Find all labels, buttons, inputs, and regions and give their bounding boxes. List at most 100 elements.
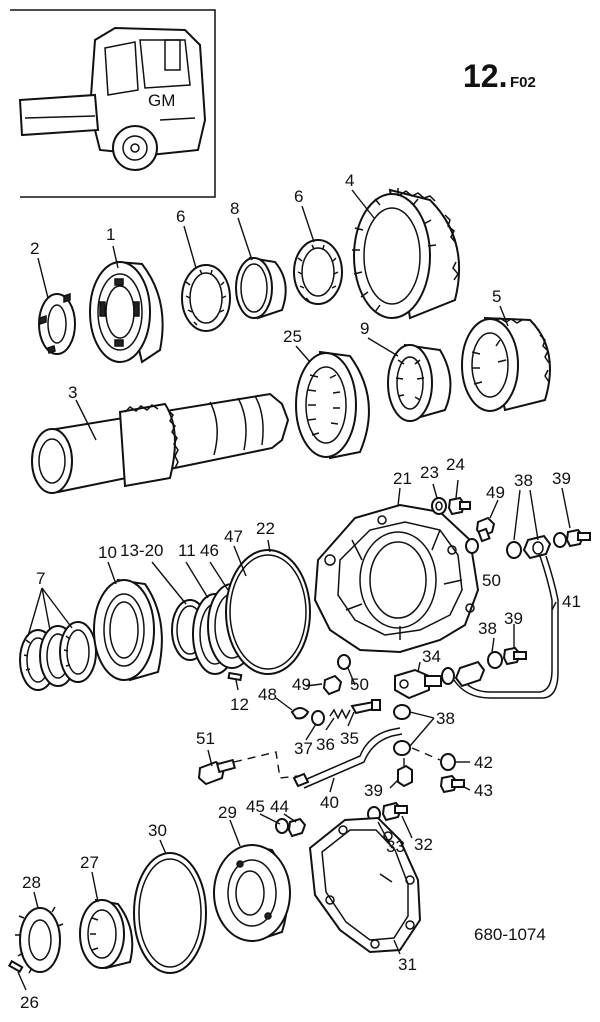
part-32-plug (381, 801, 408, 822)
page-number: 12. (463, 58, 507, 94)
callout-48: 48 (258, 685, 277, 704)
callout-27: 27 (80, 853, 99, 872)
part-43-bolt (439, 774, 465, 794)
part-22-o-ring (225, 549, 311, 675)
callout-23: 23 (420, 463, 439, 482)
callout-38-upper: 38 (514, 471, 533, 490)
part-6-needle-cage-right (293, 239, 343, 305)
callout-50-middle: 50 (350, 675, 369, 694)
part-48-clip (290, 707, 310, 720)
part-38-banjo-upper (506, 532, 567, 560)
part-23-washer (431, 497, 447, 515)
truck-inset: GM (10, 9, 216, 198)
callout-39-lower: 39 (364, 781, 383, 800)
part-24-bolt (447, 496, 471, 516)
part-30-o-ring (133, 852, 207, 974)
callout-47: 47 (224, 527, 243, 546)
callout-40: 40 (320, 793, 339, 812)
callout-41: 41 (562, 592, 581, 611)
part-38-banjo-middle (441, 651, 503, 688)
part-29-flange (213, 844, 291, 942)
callout-6-right: 6 (294, 187, 303, 206)
part-50-washer-middle (337, 654, 351, 670)
part-21-housing (313, 503, 480, 654)
part-31-cover (308, 816, 422, 954)
part-42-washer (440, 753, 456, 771)
part-40-line (292, 727, 403, 789)
dashed-leaders (233, 747, 441, 779)
callout-46: 46 (200, 541, 219, 560)
part-8-sleeve (235, 256, 287, 320)
part-2-nut (38, 292, 76, 355)
part-25-needle-bearing (295, 350, 370, 460)
part-39-bolt-middle (502, 646, 527, 666)
callout-32: 32 (414, 835, 433, 854)
callout-45: 45 (246, 797, 265, 816)
callout-12: 12 (230, 695, 249, 714)
callout-labels: 1 2 3 4 5 6 6 7 8 9 10 13-20 11 46 47 22… (20, 171, 581, 1012)
callout-36: 36 (316, 735, 335, 754)
part-26-pin (7, 959, 24, 973)
callout-39-middle: 39 (504, 609, 523, 628)
callout-34: 34 (422, 647, 441, 666)
part-7-needle-cages (19, 621, 97, 691)
part-39-bolt-upper (565, 528, 591, 548)
page-suffix: F02 (510, 74, 536, 91)
part-5-gear (461, 316, 551, 412)
callout-51: 51 (196, 729, 215, 748)
callout-29: 29 (218, 803, 237, 822)
callout-25: 25 (283, 327, 302, 346)
callout-22: 22 (256, 519, 275, 538)
part-49-plug-middle (322, 674, 343, 696)
part-39-bolt-lower (397, 764, 413, 788)
callout-1: 1 (106, 225, 115, 244)
callout-10: 10 (98, 543, 117, 562)
leader-lines (17, 189, 571, 991)
part-6-needle-cage-left (181, 264, 231, 332)
callout-43: 43 (474, 781, 493, 800)
callout-42: 42 (474, 753, 493, 772)
callout-6-left: 6 (176, 207, 185, 226)
callout-44: 44 (270, 797, 289, 816)
drawing-reference: 680-1074 (474, 925, 546, 944)
callout-39-upper: 39 (552, 469, 571, 488)
callout-13-20: 13-20 (120, 541, 163, 560)
part-10-bearing (93, 578, 163, 682)
callout-37: 37 (294, 739, 313, 758)
callout-8: 8 (230, 199, 239, 218)
part-49-plug-upper (475, 516, 496, 543)
part-50-washer-upper (465, 538, 479, 554)
part-9-hub (387, 343, 452, 422)
callout-26: 26 (20, 993, 39, 1012)
part-35-valve (350, 699, 381, 715)
callout-49-upper: 49 (486, 483, 505, 502)
callout-5: 5 (492, 287, 501, 306)
callout-2: 2 (30, 239, 39, 258)
part-28-gear-ring (15, 906, 64, 974)
callout-9: 9 (360, 319, 369, 338)
part-51-breather (197, 758, 236, 786)
callout-28: 28 (22, 873, 41, 892)
callout-33: 33 (386, 837, 405, 856)
callout-4: 4 (345, 171, 354, 190)
callout-7: 7 (36, 569, 45, 588)
callout-30: 30 (148, 821, 167, 840)
part-41-pipe (453, 555, 559, 699)
part-12-pin (227, 671, 243, 682)
part-38-rings-lower (393, 704, 411, 756)
callout-3: 3 (68, 383, 77, 402)
part-4-gear (352, 188, 461, 320)
part-34-fitting (394, 668, 442, 700)
callout-21: 21 (393, 469, 412, 488)
callout-31: 31 (398, 955, 417, 974)
callout-50-upper: 50 (482, 571, 501, 590)
part-45-washer (275, 818, 289, 834)
page-title: 12. F02 (463, 58, 536, 94)
svg-text:GM: GM (148, 91, 175, 110)
callout-49-middle: 49 (292, 675, 311, 694)
part-36-spring (329, 708, 351, 720)
callout-38-lower: 38 (436, 709, 455, 728)
part-3-shaft (31, 392, 290, 494)
callout-38-middle: 38 (478, 619, 497, 638)
